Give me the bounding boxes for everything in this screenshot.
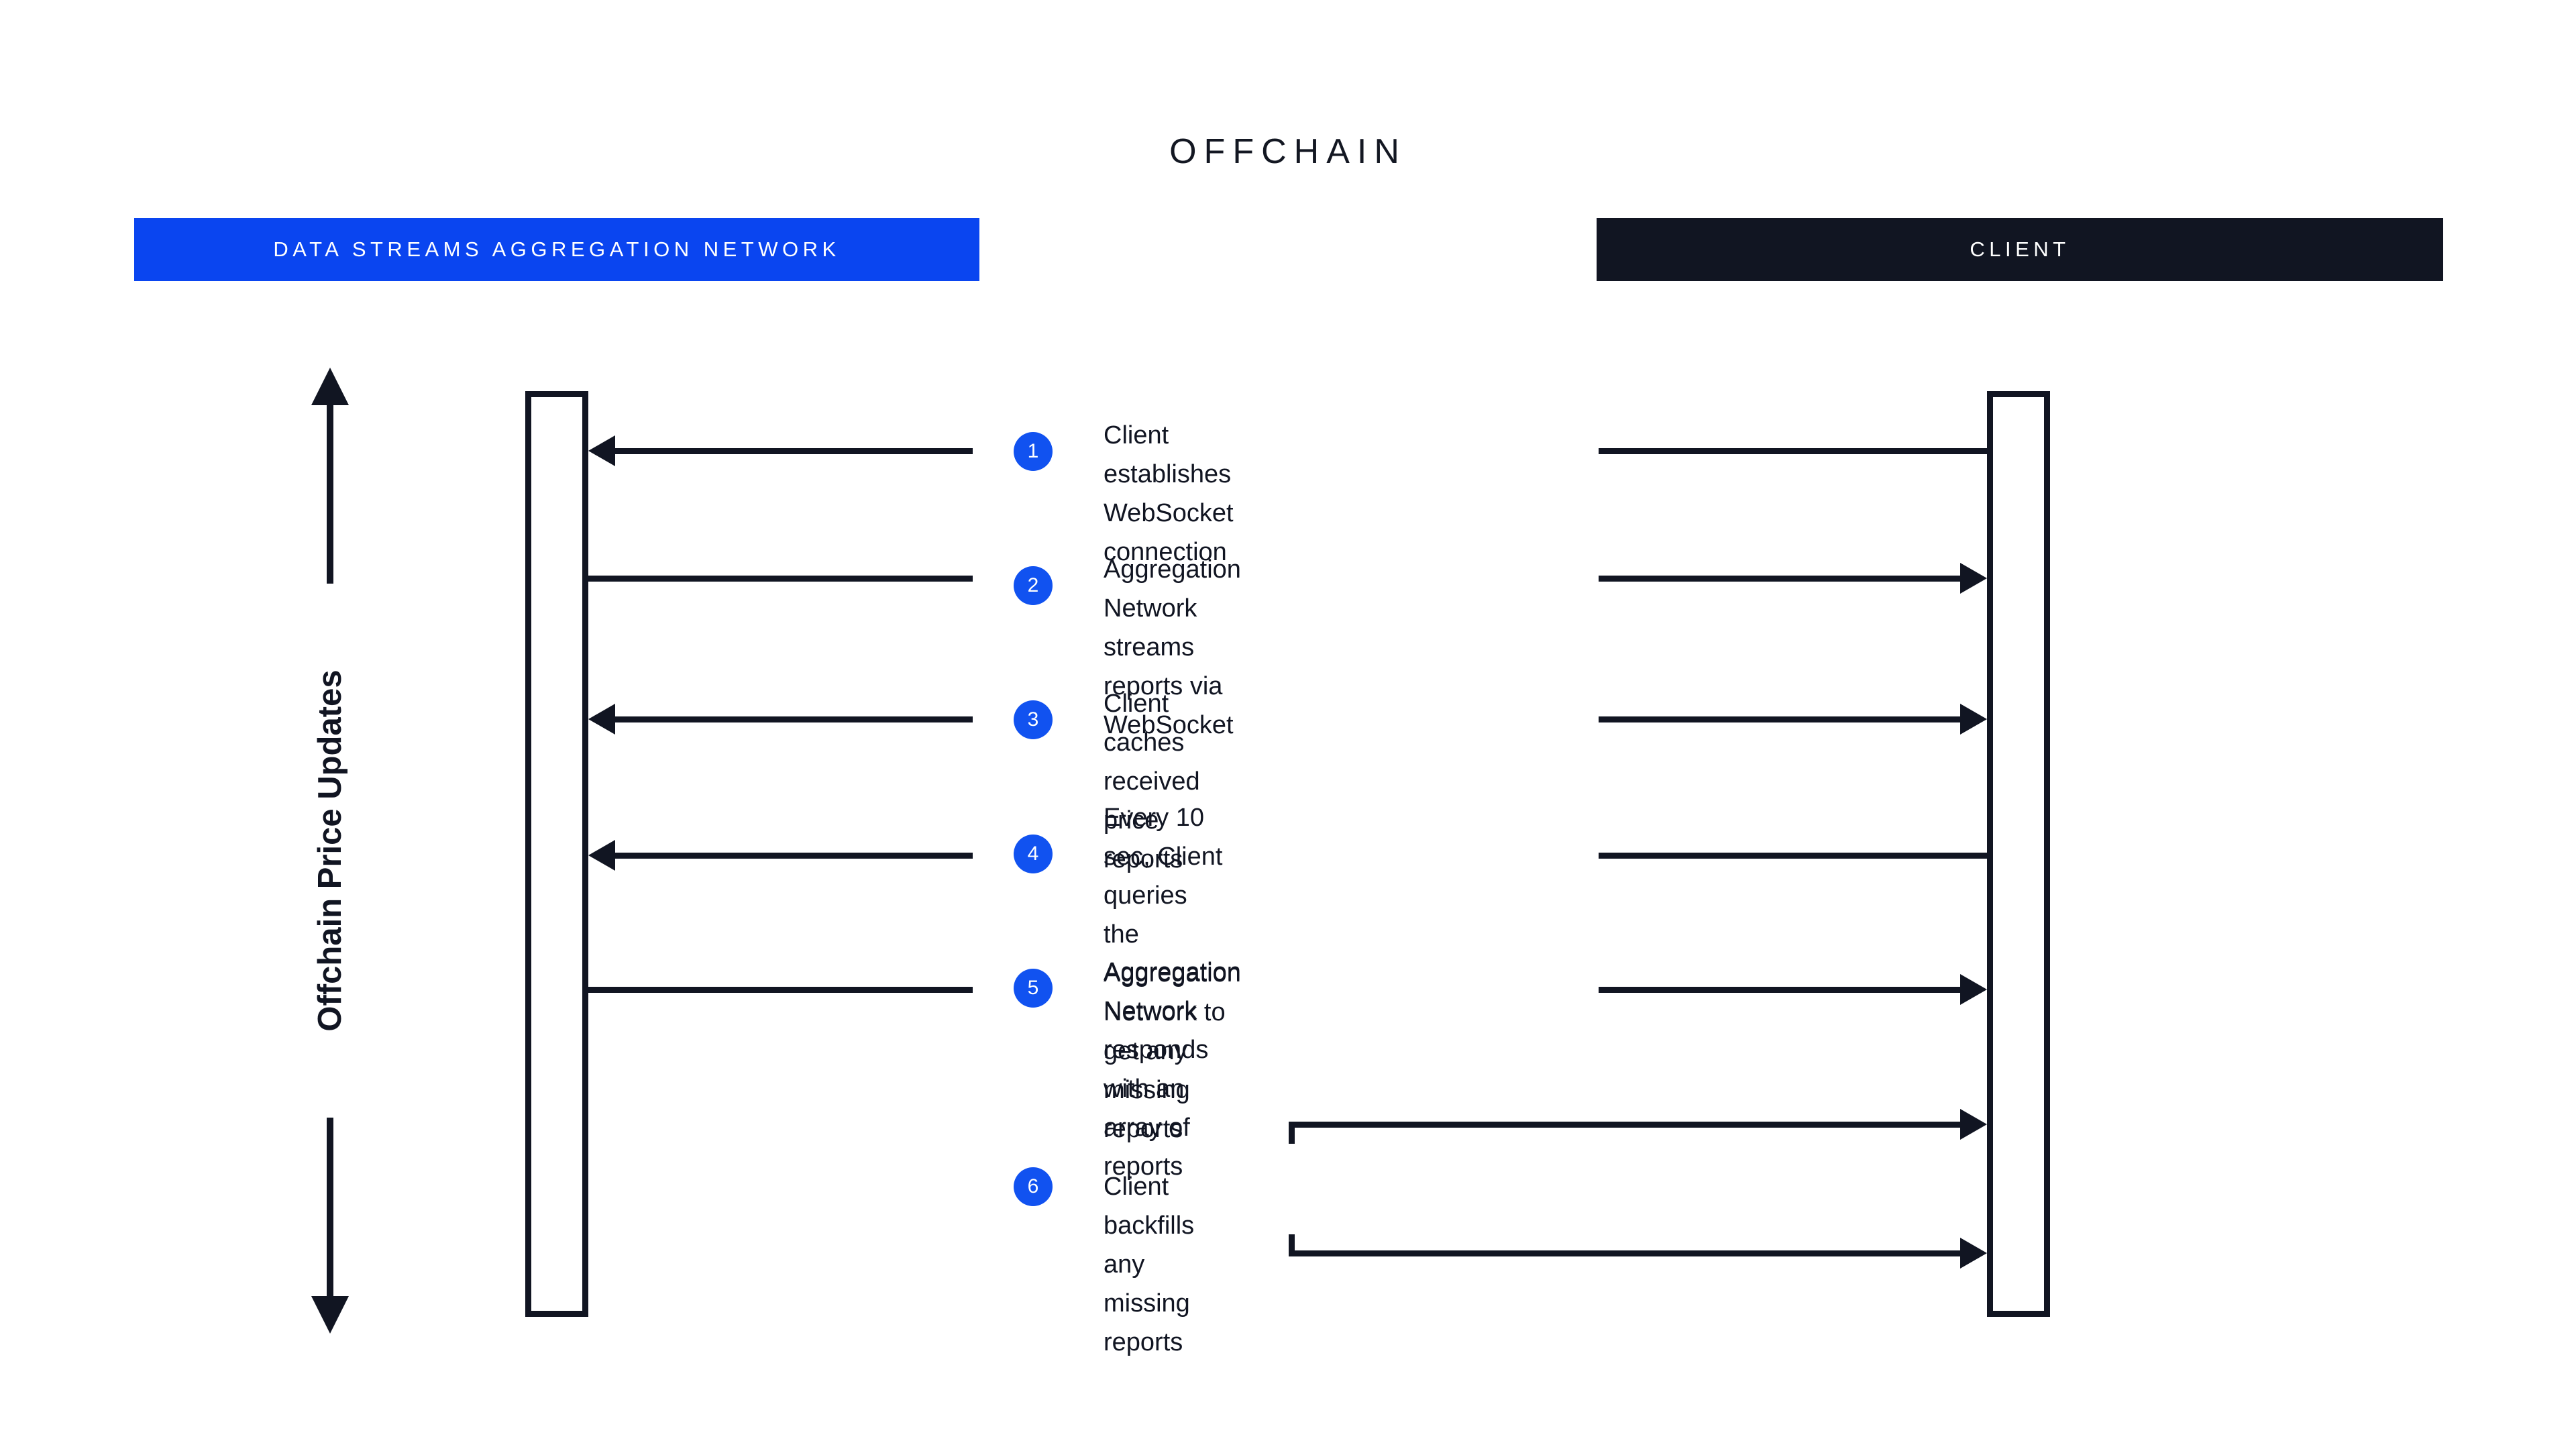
arrowhead-left-1 (588, 435, 615, 466)
lane-label-client: CLIENT (1970, 237, 2070, 261)
lifeline-aggregation-network (525, 391, 588, 1317)
bracket-line-top (1289, 1122, 1960, 1128)
arrowhead-left-3 (588, 704, 615, 735)
axis-label: Offchain Price Updates (312, 669, 348, 1032)
message-line-right-3 (1599, 716, 1960, 722)
message-line-left-2 (588, 576, 973, 582)
step-text-2: Aggregation Network streams reports via … (1104, 555, 1241, 739)
step-badge-5: 5 (1014, 969, 1053, 1008)
arrowhead-left-4 (588, 840, 615, 871)
arrowhead-right-3 (1960, 704, 1987, 735)
message-line-right-4 (1599, 853, 1987, 859)
step-badge-2: 2 (1014, 566, 1053, 605)
step-badge-6: 6 (1014, 1167, 1053, 1206)
lane-label-aggregation-network: DATA STREAMS AGGREGATION NETWORK (273, 237, 841, 261)
arrowhead-right-6a (1960, 1109, 1987, 1140)
lane-header-aggregation-network: DATA STREAMS AGGREGATION NETWORK (134, 218, 979, 281)
step-badge-4: 4 (1014, 835, 1053, 873)
arrowhead-right-2 (1960, 563, 1987, 594)
message-line-left-5 (588, 987, 973, 993)
message-line-right-1 (1599, 448, 1987, 454)
step-text-6: Client backfills any missing reports (1104, 1173, 1195, 1356)
offchain-price-updates-axis: Offchain Price Updates (290, 368, 370, 1334)
bracket-line-bottom (1289, 1250, 1960, 1256)
message-line-right-2 (1599, 576, 1960, 582)
step-badge-3: 3 (1014, 700, 1053, 739)
bracket-stub-bottom (1289, 1234, 1295, 1256)
step-text-1: Client establishes WebSocket connection (1104, 421, 1234, 566)
double-arrow-icon (311, 368, 349, 1334)
bracket-stub-top (1289, 1122, 1295, 1144)
page-title: OFFCHAIN (1169, 132, 1407, 171)
arrowhead-right-6b (1960, 1238, 1987, 1269)
step-text-3: Client caches received price reports (1104, 690, 1200, 873)
step-badge-1: 1 (1014, 432, 1053, 471)
lifeline-client (1987, 391, 2050, 1317)
message-line-left-4 (615, 853, 973, 859)
message-line-left-3 (615, 716, 973, 722)
step-text-5: Aggregation Network responds with an arr… (1104, 958, 1241, 1181)
step-text-4: Every 10 sec, Client queries the Aggrega… (1104, 804, 1241, 1143)
lane-header-client: CLIENT (1597, 218, 2443, 281)
message-line-right-5 (1599, 987, 1960, 993)
message-line-left-1 (615, 448, 973, 454)
arrowhead-right-5 (1960, 974, 1987, 1005)
